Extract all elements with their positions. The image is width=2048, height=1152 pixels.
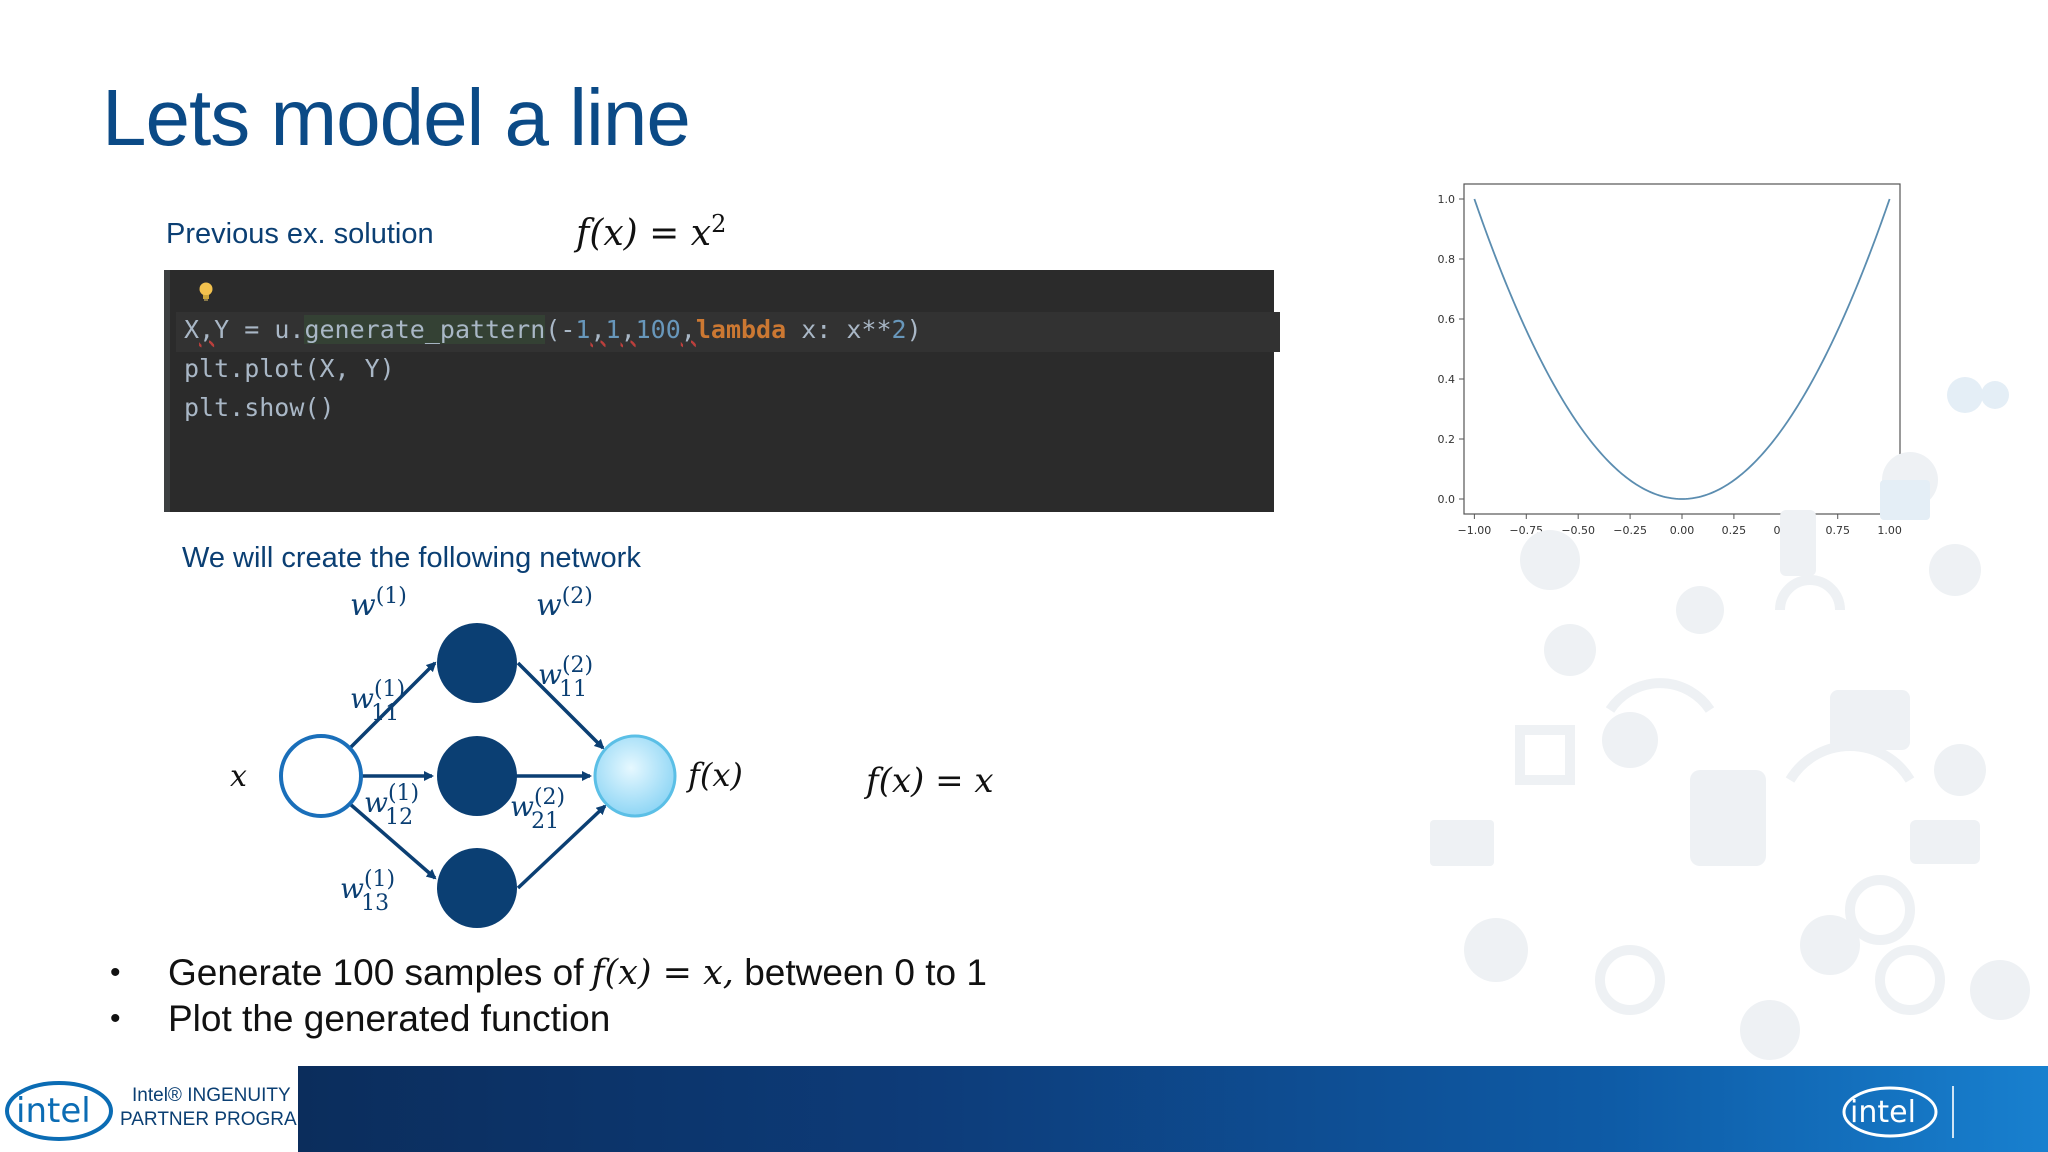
edge-hidden3-output	[516, 804, 607, 890]
background-icon-cloud	[1430, 377, 2030, 1060]
bullet-dot: •	[110, 1002, 121, 1035]
weight-w21-2: w(2)21	[510, 785, 565, 834]
layer1-weights-label: w(1)	[350, 584, 407, 623]
output-node	[593, 734, 677, 818]
y-tick-label: 0.2	[1438, 433, 1456, 446]
bullet-dot: •	[110, 956, 121, 989]
x-tick-label: −0.25	[1613, 524, 1647, 536]
intel-logo-right: intel	[1842, 1086, 1938, 1138]
bullet-item-2: • Plot the generated function	[108, 996, 987, 1042]
bullet-item-1: • Generate 100 samples of f(x) = x, betw…	[108, 950, 987, 996]
output-label: f(x)	[686, 756, 743, 794]
weight-w12-1: w(1)12	[364, 781, 419, 830]
layer2-weights-label: w(2)	[536, 584, 593, 623]
lightbulb-icon[interactable]	[198, 282, 214, 302]
code-line-3: plt.show()	[184, 393, 335, 422]
y-tick-label: 0.4	[1438, 373, 1456, 386]
x-tick-label: −0.75	[1509, 524, 1543, 536]
chart-frame	[1463, 183, 1901, 515]
series-line	[1473, 198, 1891, 500]
partner-line-1: Intel® INGENUITY	[132, 1085, 291, 1106]
input-label: x	[230, 759, 247, 794]
edge-input-hidden3	[348, 802, 437, 880]
x-tick-label: 1.00	[1877, 524, 1902, 536]
y-tick-label: 0.0	[1438, 493, 1456, 506]
equation-top: f(x) = x2	[576, 210, 727, 254]
intel-logo-left: intel	[5, 1081, 113, 1141]
footer-band	[298, 1066, 2048, 1152]
network-diagram: x f(x) w(1) w(2) w(1)11 w(1)12 w(1)13 w(…	[230, 584, 994, 928]
network-label: We will create the following network	[182, 542, 641, 574]
x-tick-label: 0.00	[1670, 524, 1695, 536]
x-tick-label: −0.50	[1561, 524, 1595, 536]
bullet-list: • Generate 100 samples of f(x) = x, betw…	[108, 950, 987, 1042]
bullet-2-text: Plot the generated function	[168, 998, 611, 1039]
x-tick-label: 0.25	[1722, 524, 1747, 536]
x-tick-label: −1.00	[1458, 524, 1492, 536]
code-line-2: plt.plot(X, Y)	[184, 354, 395, 383]
weight-w11-1: w(1)11	[350, 677, 405, 726]
footer: intel Intel® INGENUITY PARTNER PROGRAM i…	[0, 1066, 2048, 1152]
hidden-node-3	[437, 848, 517, 928]
code-panel: X,Y = u.generate_pattern(-1,1,100,lambda…	[164, 270, 1280, 512]
bullet-1-prefix: Generate 100 samples of	[168, 952, 584, 993]
code-line-1: X,Y = u.generate_pattern(-1,1,100,lambda…	[184, 315, 922, 344]
y-tick-label: 0.8	[1438, 253, 1456, 266]
partner-program-text: Intel® INGENUITY PARTNER PROGRAM	[120, 1084, 313, 1132]
y-tick-label: 1.0	[1438, 193, 1456, 206]
bullet-1-suffix: between 0 to 1	[733, 952, 987, 993]
edge-hidden1-output	[516, 661, 605, 750]
previous-solution-label: Previous ex. solution	[166, 218, 434, 250]
weight-w13-1: w(1)13	[340, 867, 395, 916]
svg-text:intel: intel	[1850, 1095, 1916, 1130]
parabola-chart: 0.0 0.2 0.4 0.6 0.8 1.0 −1.00 −0.75 −0.50 −0.25 0.…	[1438, 183, 1902, 536]
x-tick-label: 0.75	[1825, 524, 1850, 536]
weight-w11-2: w(2)11	[538, 653, 593, 702]
slide-title: Lets model a line	[102, 73, 691, 162]
bullet-1-math: f(x) = x,	[591, 953, 734, 993]
footer-divider	[1952, 1086, 1954, 1138]
y-tick-label: 0.6	[1438, 313, 1456, 326]
partner-line-2: PARTNER PROGRAM	[120, 1109, 313, 1130]
svg-text:intel: intel	[16, 1091, 91, 1131]
equation-right: f(x) = x	[863, 761, 994, 801]
input-node	[279, 734, 363, 818]
edge-input-hidden1	[348, 661, 437, 750]
hidden-node-1	[437, 623, 517, 703]
hidden-node-2	[437, 736, 517, 816]
